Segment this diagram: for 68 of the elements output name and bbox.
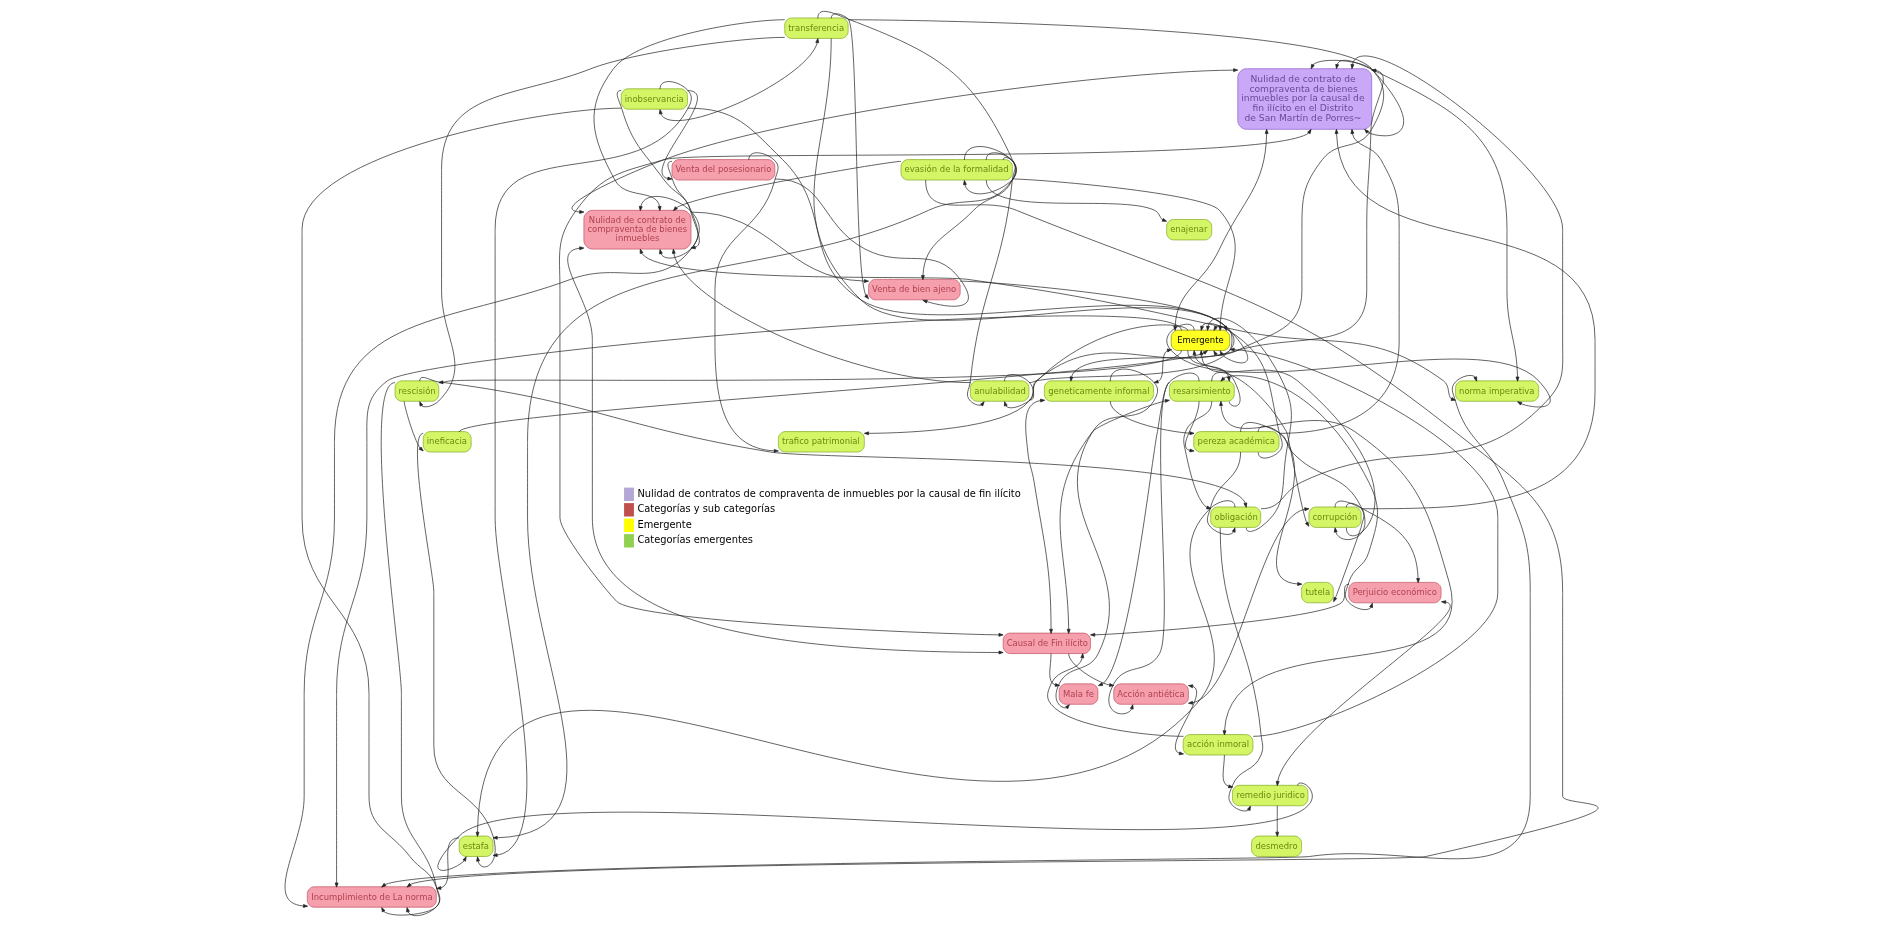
arrow	[1192, 350, 1241, 407]
arrow	[1334, 128, 1596, 510]
arrow	[571, 68, 1239, 214]
legend-label: Emergente	[637, 518, 692, 530]
arrow	[381, 375, 1531, 888]
arrow	[687, 107, 1249, 364]
arrow	[1240, 422, 1366, 540]
arrow	[1260, 56, 1564, 510]
arrow	[690, 211, 869, 283]
arrow	[1275, 805, 1280, 837]
arrow	[671, 248, 972, 383]
arrow	[1257, 426, 1303, 586]
arrow	[1335, 59, 1520, 382]
arrow	[1219, 527, 1264, 812]
arrow	[1059, 399, 1170, 634]
arrow	[1334, 500, 1420, 584]
arrow	[1055, 368, 1158, 710]
arrow	[567, 246, 1004, 655]
arrow	[1153, 348, 1172, 384]
arrow	[1206, 317, 1292, 532]
arrow	[1174, 684, 1198, 756]
arrow	[301, 107, 622, 916]
arrow	[864, 374, 1034, 436]
arrow	[403, 400, 424, 452]
arrow	[492, 146, 1017, 840]
arrow	[559, 128, 1312, 637]
arrow	[985, 179, 1167, 222]
arrow	[659, 38, 820, 121]
legend-label: Categorías y sub categorías	[637, 503, 776, 515]
arrow	[334, 315, 1182, 888]
arrow	[1028, 68, 1384, 401]
arrow	[1275, 600, 1451, 786]
legend-label: Nulidad de contratos de compraventa de inmuebles por la causal de fin ilícito	[637, 487, 1021, 499]
arrow	[667, 161, 700, 250]
arrow	[1333, 503, 1365, 603]
arrow	[1068, 653, 1115, 687]
arrow	[438, 350, 1182, 385]
arrow	[436, 837, 460, 890]
arrow	[1199, 350, 1376, 537]
arrow	[1109, 400, 1195, 436]
arrow	[1004, 324, 1189, 409]
arrow	[1049, 653, 1060, 687]
arrow	[1069, 60, 1384, 382]
arrow	[593, 19, 786, 212]
arrow	[1220, 375, 1378, 610]
arrow	[1219, 400, 1453, 736]
arrow	[1187, 350, 1231, 382]
arrow	[284, 196, 700, 908]
arrow	[967, 152, 1016, 407]
arrow	[458, 350, 1208, 433]
arrow	[714, 152, 779, 453]
arrow	[921, 157, 1017, 281]
arrow	[1279, 128, 1400, 434]
arrow	[1185, 400, 1200, 453]
arrow	[1222, 754, 1234, 789]
arrow	[1207, 451, 1241, 535]
arrow	[1183, 400, 1213, 510]
arrow	[419, 37, 786, 408]
arrow	[774, 178, 969, 307]
arrow	[1047, 653, 1184, 737]
arrow	[1229, 347, 1499, 737]
arrow	[1108, 372, 1200, 715]
arrow	[406, 179, 1599, 888]
arrow	[1025, 398, 1053, 634]
legend-label: Categorías emergentes	[637, 534, 753, 546]
arrow	[475, 500, 1236, 837]
arrow	[830, 13, 869, 300]
arrow	[661, 90, 698, 181]
